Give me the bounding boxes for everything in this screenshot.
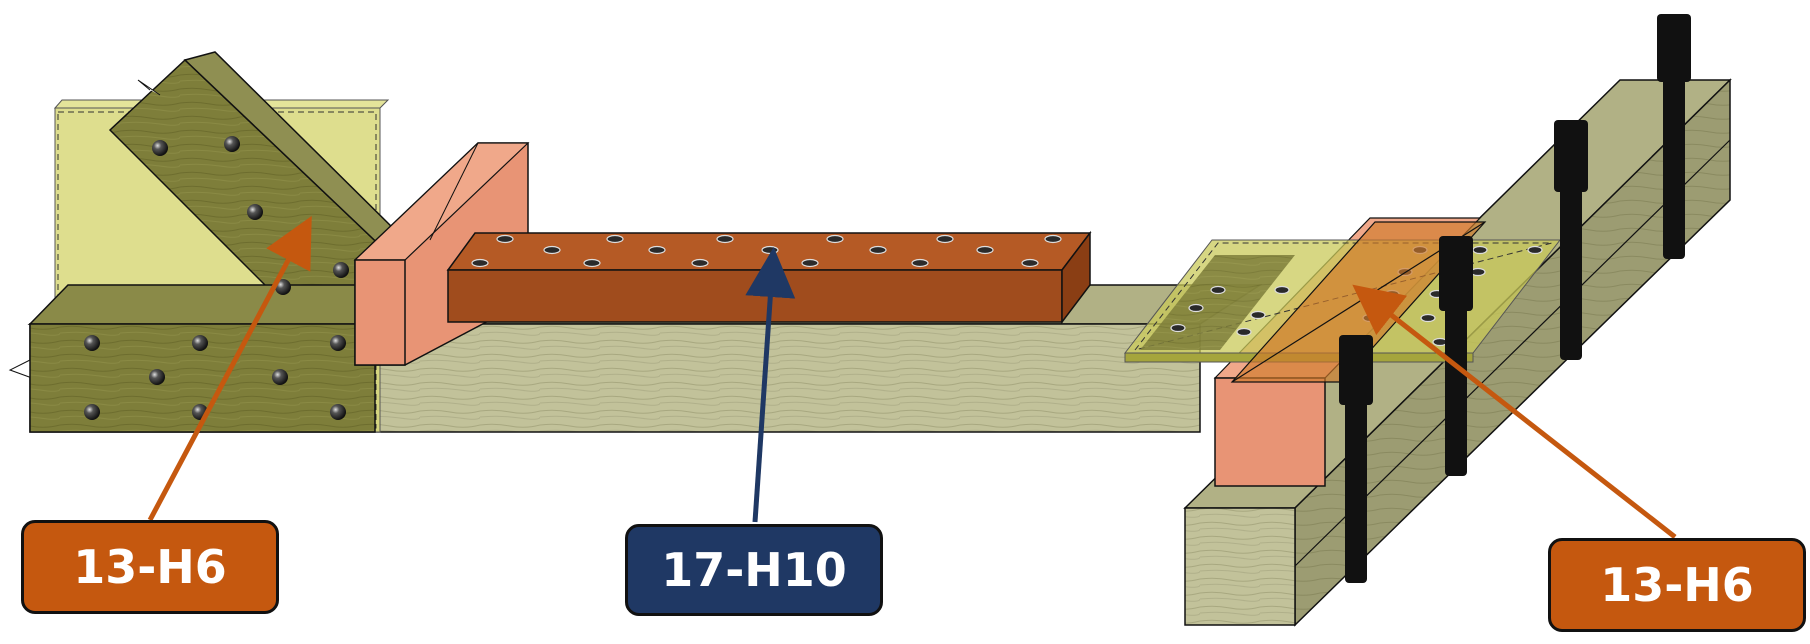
label-left-text: 13-H6 [73,540,227,594]
arrow-left-label [147,215,312,522]
label-center-text: 17-H10 [661,543,847,597]
arrow-right-label [1352,284,1677,539]
label-right-13-h6: 13-H6 [1548,538,1806,632]
arrow-center-label [745,247,796,523]
label-left-13-h6: 13-H6 [21,520,279,614]
label-center-17-h10: 17-H10 [625,524,883,616]
left-bolts [84,136,349,420]
label-right-text: 13-H6 [1600,558,1754,612]
vertical-bolts [1339,14,1691,583]
